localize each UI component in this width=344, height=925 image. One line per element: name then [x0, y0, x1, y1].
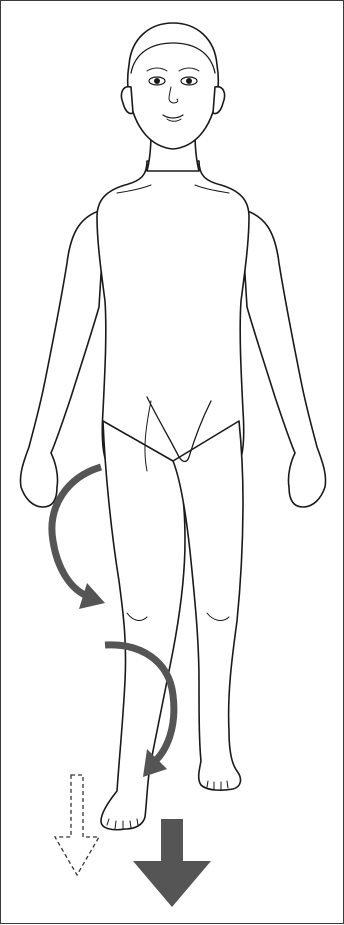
curved-rotation-arrow-upper	[52, 467, 105, 609]
left-ear	[121, 87, 133, 114]
left-pupil	[154, 78, 160, 84]
right-ear	[213, 87, 225, 114]
left-arm	[20, 209, 105, 507]
right-pupil	[186, 78, 192, 84]
torso	[97, 161, 249, 471]
solid-down-arrow	[133, 819, 211, 907]
head	[128, 23, 219, 149]
right-leg	[173, 421, 243, 790]
right-arm	[241, 209, 326, 507]
dashed-down-arrow	[55, 775, 99, 875]
left-leg	[101, 421, 185, 830]
